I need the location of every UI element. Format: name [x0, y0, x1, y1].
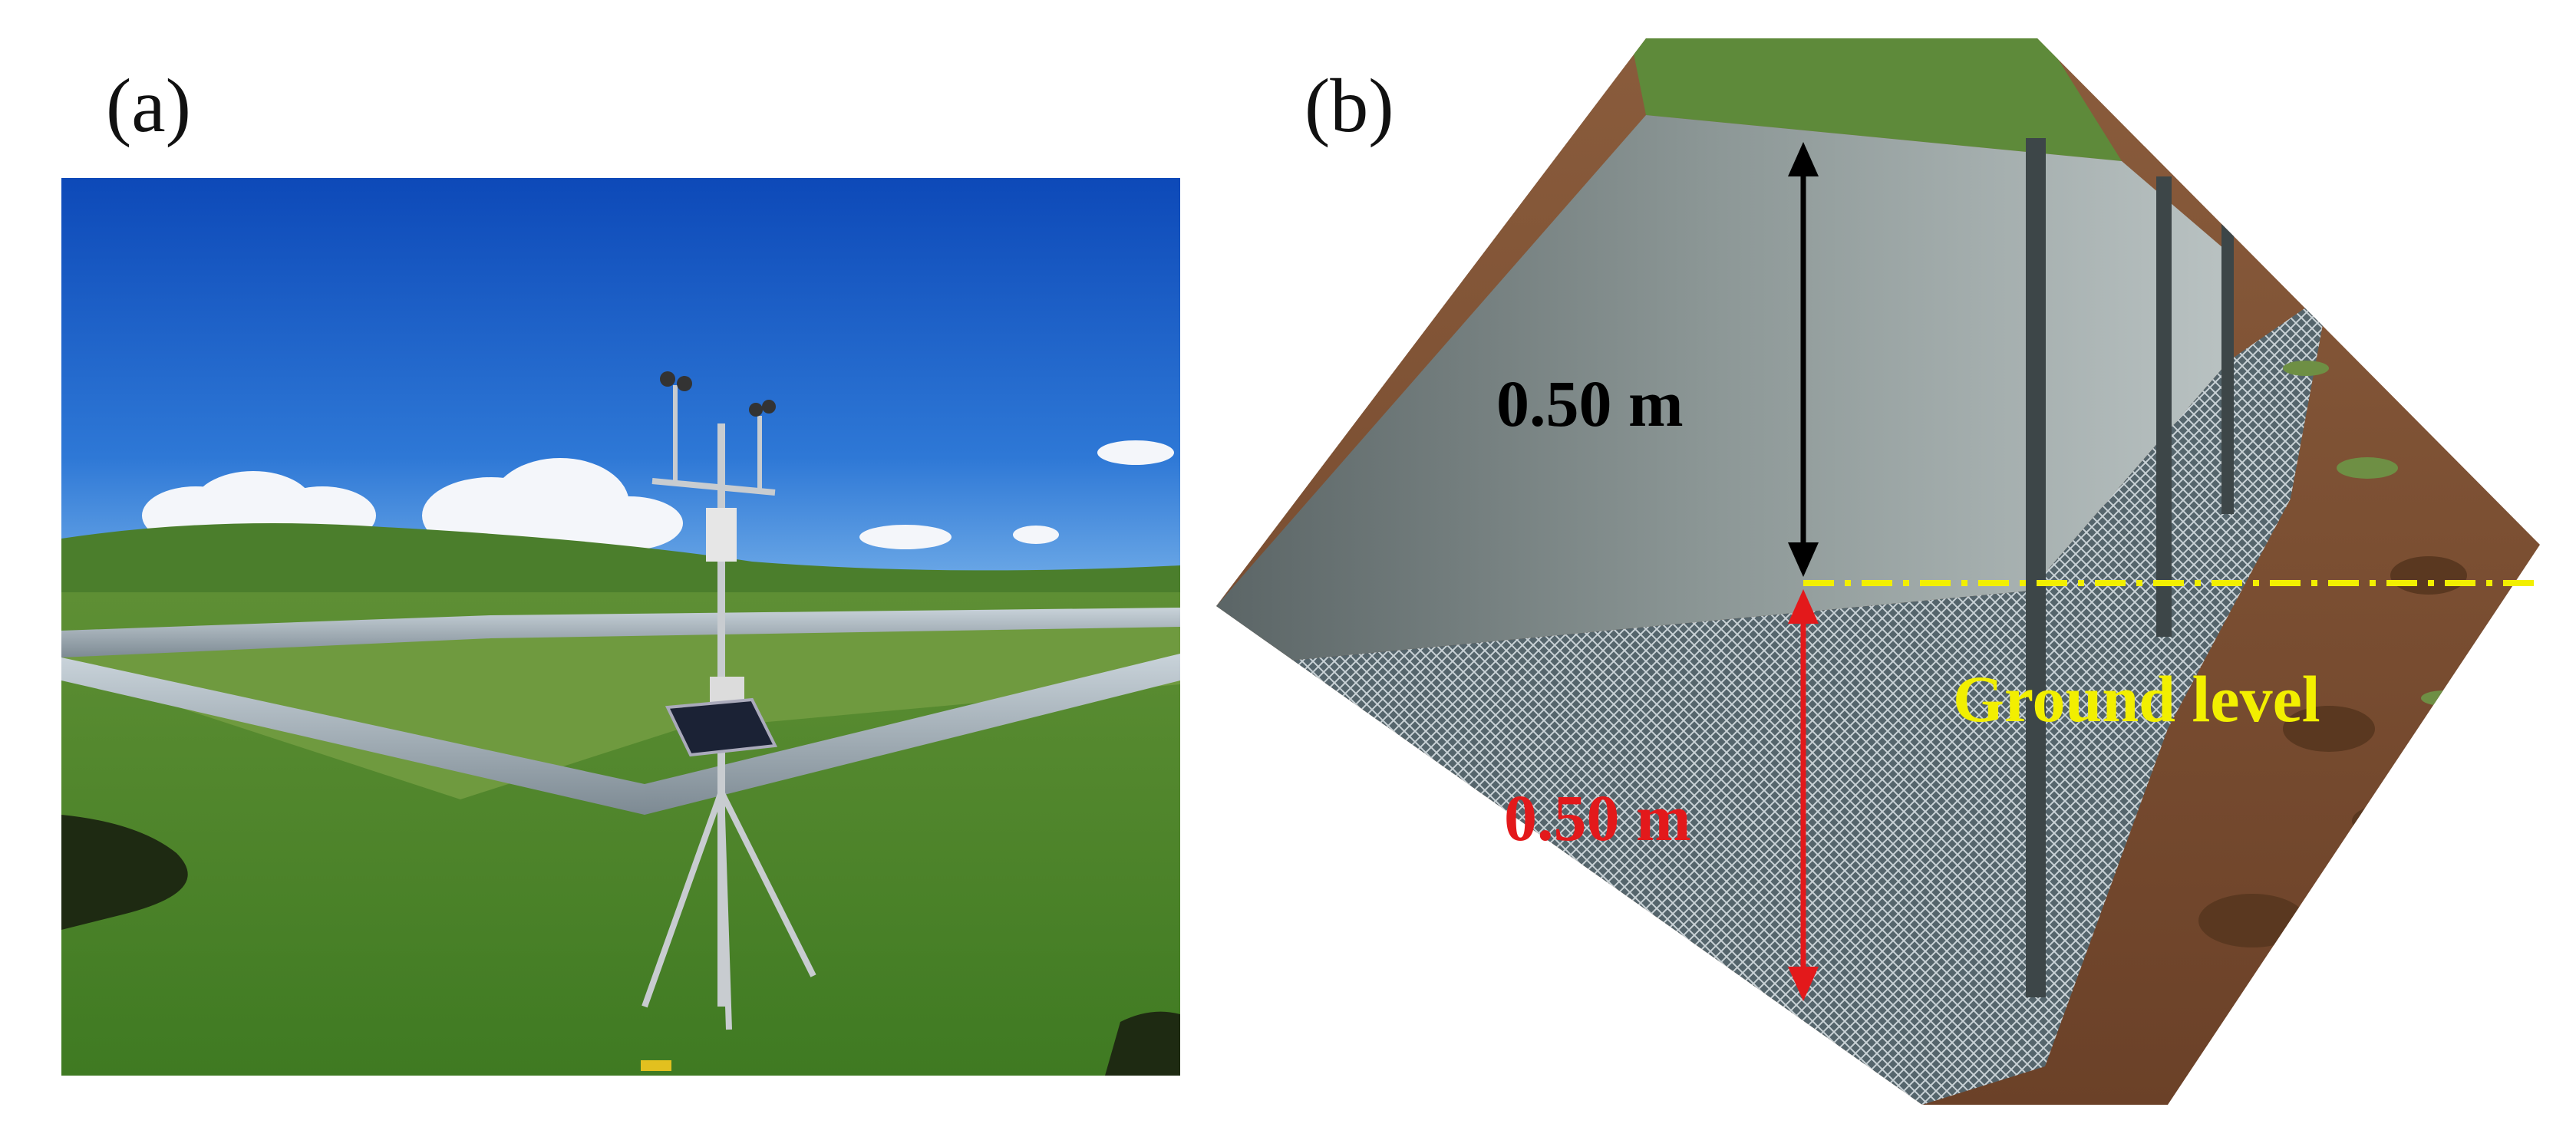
radiation-shield [706, 508, 737, 562]
clouds [142, 440, 1174, 554]
front-fence-right [645, 654, 1180, 815]
upper-height-label: 0.50 m [1496, 367, 1684, 440]
panel-a-label: (a) [106, 63, 191, 148]
upper-height-arrow [1788, 142, 1819, 577]
lower-depth-label: 0.50 m [1504, 781, 1691, 855]
fenced-plot [61, 627, 1180, 799]
wind-sensors [660, 371, 776, 417]
steel-sheet-upper [1216, 115, 2229, 667]
wire-mesh-lower [1216, 292, 2329, 1105]
fence-trench-photo: 0.50 m 0.50 m Ground level [1216, 38, 2540, 1105]
solar-panel [665, 697, 778, 757]
shadow-right [1105, 1011, 1180, 1076]
top-grass [1631, 38, 2122, 161]
ground-level-label: Ground level [1953, 662, 2320, 736]
back-fence [61, 608, 1180, 657]
fence-posts [2026, 138, 2234, 997]
panel-b-label: (b) [1304, 63, 1394, 148]
yellow-tool [641, 1060, 671, 1071]
shadow [61, 815, 188, 930]
hills [61, 523, 1180, 608]
front-fence-left [61, 657, 645, 815]
weather-station-photo [61, 178, 1180, 1076]
lower-depth-arrow [1788, 589, 1819, 1001]
